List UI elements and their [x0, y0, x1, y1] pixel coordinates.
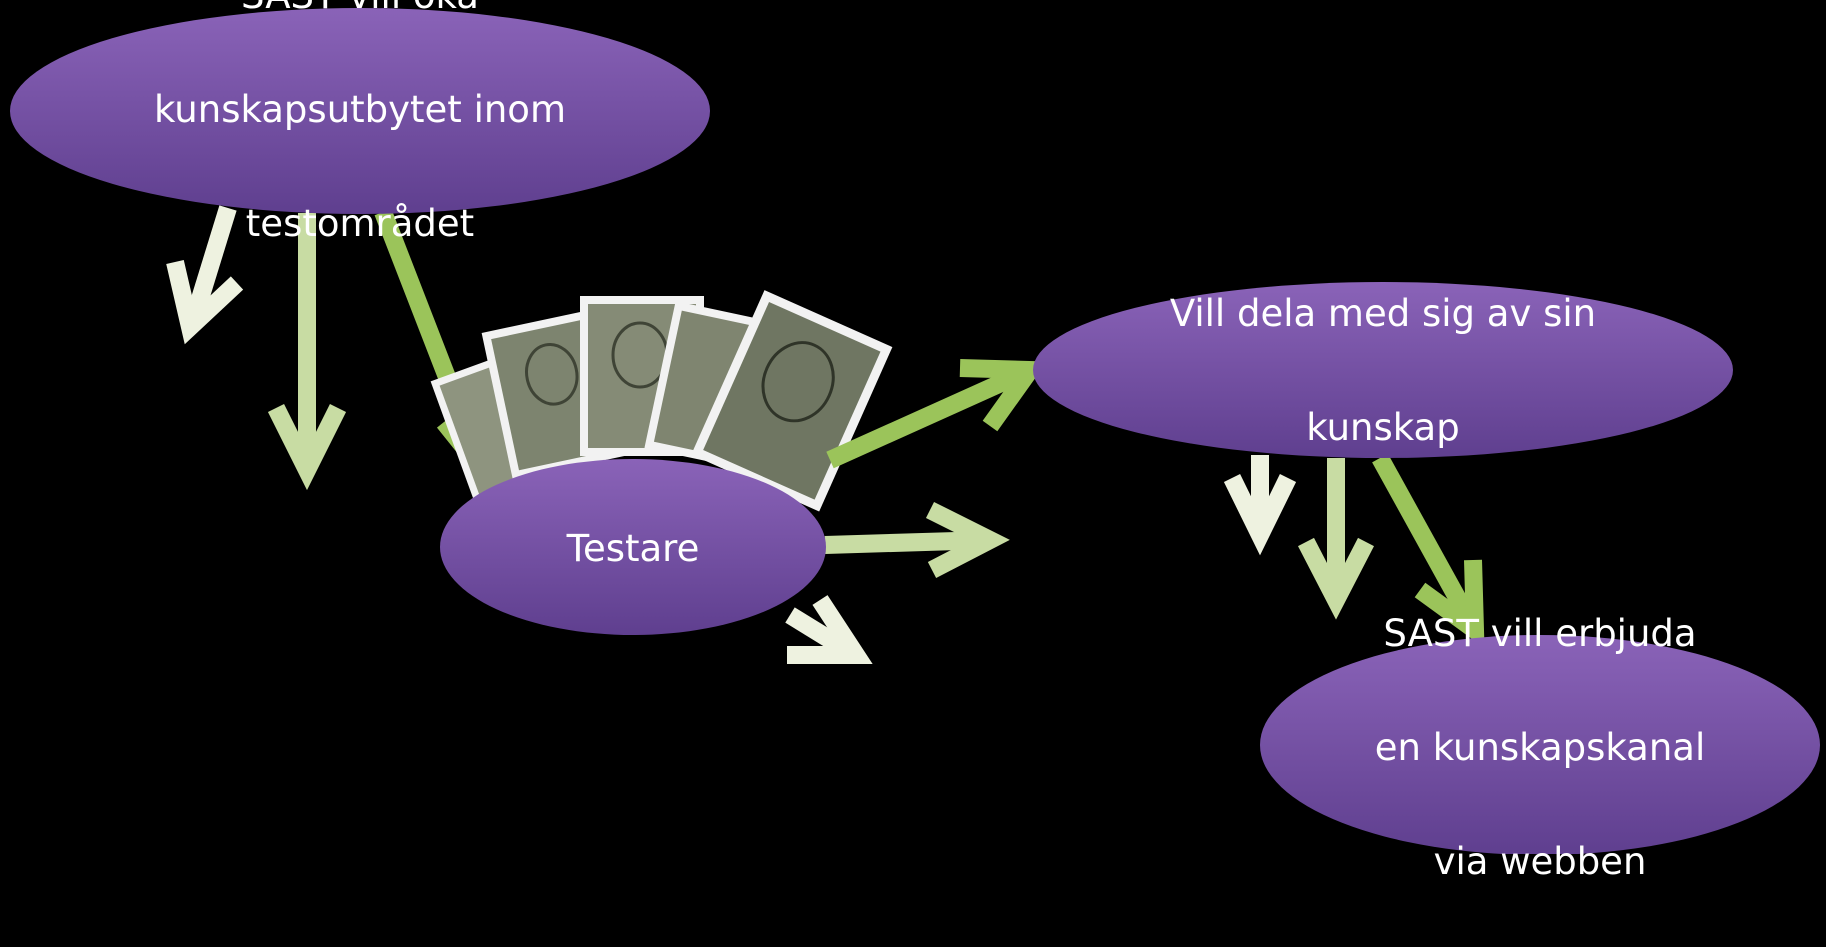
node-right-line-1: Vill dela med sig av sin [1169, 291, 1597, 335]
arrow-right-down [1298, 458, 1374, 620]
node-bottom-shape [1260, 635, 1820, 854]
node-top-line-1: SAST vill öka [154, 0, 566, 24]
node-top-label: SAST vill öka kunskapsutbytet inom testo… [60, 0, 660, 245]
node-center-line-1: Testare [566, 526, 700, 570]
node-right-label: Vill dela med sig av sin kunskap [1083, 292, 1683, 449]
node-bottom-line-2: en kunskapskanal [1374, 725, 1706, 769]
node-top-line-2: kunskapsutbytet inom [154, 87, 566, 131]
arrow-center-to-right [826, 359, 1048, 469]
node-bottom-line-1: SAST vill erbjuda [1383, 611, 1697, 655]
node-bottom-label: SAST vill erbjuda en kunskapskanal via w… [1300, 612, 1780, 883]
arrow-center-down-right [785, 595, 873, 664]
node-top-line-3: testområdet [245, 201, 475, 245]
node-center-shape [440, 459, 826, 635]
diagram-canvas [10, 8, 1820, 854]
node-top-shape [10, 8, 710, 214]
arrow-right-to-bottom [1372, 453, 1485, 649]
node-bottom-line-3: via webben [1433, 839, 1647, 883]
arrow-center-right [824, 501, 1010, 578]
arrows-center [785, 359, 1048, 664]
node-center-label: Testare [450, 510, 816, 586]
arrow-right-short [1223, 455, 1297, 556]
arrows-right [1223, 453, 1485, 649]
node-right-shape [1033, 282, 1733, 458]
arrow-top-down [267, 213, 347, 491]
arrow-top-left-short [166, 205, 244, 345]
node-right-line-2: kunskap [1306, 405, 1460, 449]
